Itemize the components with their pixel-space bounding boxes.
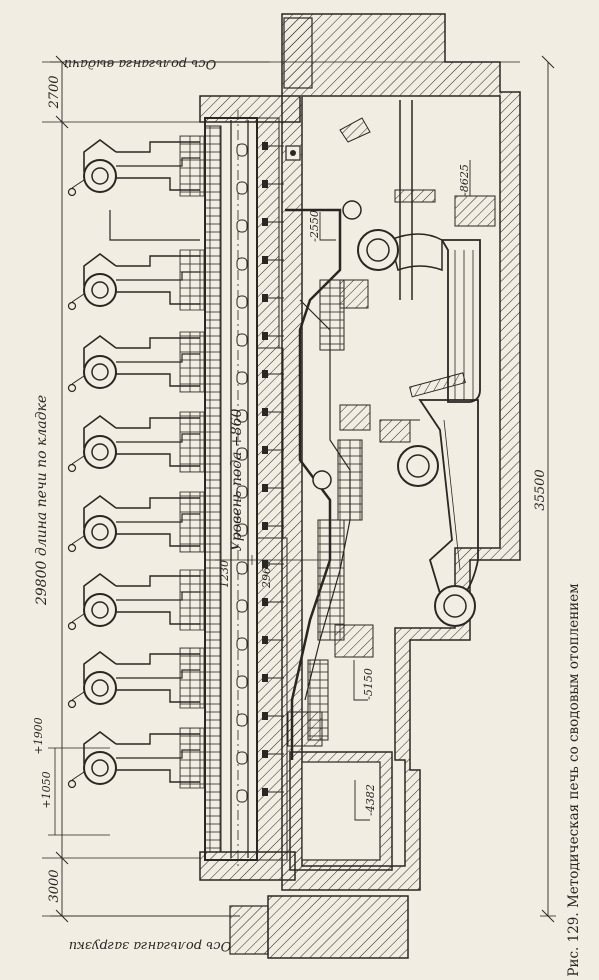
- label-hearth-level: Уровень пода +860: [229, 409, 245, 552]
- ductwork: [285, 100, 496, 627]
- labels: Ось рольганга выдачи Ось рольганга загру…: [32, 56, 548, 953]
- label-dim-1230: 1230: [218, 560, 231, 588]
- burner-assembly: [67, 249, 205, 311]
- hearth-damper: [236, 294, 284, 309]
- burner-assembly: [67, 331, 205, 393]
- hearth-damper: [236, 636, 284, 651]
- label-dim-2700: 2700: [47, 75, 62, 109]
- dimension-lines: [42, 55, 556, 923]
- label-dim-3000: 3000: [47, 869, 62, 902]
- burners: [67, 135, 205, 789]
- label-furnace-length: 29800 длина печи по кладке: [34, 395, 50, 606]
- hearth-damper: [236, 750, 284, 765]
- label-dim-35500: 35500: [533, 469, 548, 510]
- hearth-damper: [236, 180, 284, 195]
- hearth-dampers: [236, 142, 284, 803]
- label-dim-2966: 2966: [260, 560, 273, 589]
- hearth-damper: [236, 408, 284, 423]
- hearth-damper: [236, 332, 284, 347]
- figure-caption: Рис. 129. Методическая печь со сводовым …: [566, 583, 582, 977]
- burner-assembly: [67, 135, 205, 197]
- label-elev-m2550: -2550: [308, 210, 321, 242]
- hearth-damper: [236, 142, 284, 157]
- hearth-damper: [236, 712, 284, 727]
- hearth-damper: [236, 560, 284, 575]
- lower-chamber: [289, 751, 393, 871]
- hearth-damper: [236, 446, 284, 461]
- label-elev-m4382: -4382: [364, 784, 377, 816]
- label-elev-m5150: -5150: [362, 668, 375, 700]
- hearth-damper: [236, 370, 284, 385]
- burner-assembly: [67, 491, 205, 553]
- burner-assembly: [67, 411, 205, 473]
- label-loading-axis: Ось рольганга загрузки: [69, 938, 232, 953]
- flue-channels: [285, 208, 411, 760]
- hearth-damper: [236, 522, 284, 537]
- burner-assembly: [67, 647, 205, 709]
- burner-feed-line: [109, 210, 200, 241]
- hearth-damper: [236, 484, 284, 499]
- label-elev-m8625: -8625: [458, 164, 471, 196]
- hearth-damper: [236, 598, 284, 613]
- label-dim-plus1050: +1050: [40, 771, 53, 808]
- hearth-damper: [236, 256, 284, 271]
- burner-assembly: [67, 569, 205, 631]
- label-discharge-axis: Ось рольганга выдачи: [64, 56, 217, 71]
- burner-assembly: [67, 727, 205, 789]
- hearth-damper: [236, 674, 284, 689]
- label-dim-plus1900: +1900: [32, 717, 45, 754]
- furnace-body: [199, 95, 301, 881]
- hearth-damper: [236, 788, 284, 803]
- hearth-damper: [236, 218, 284, 233]
